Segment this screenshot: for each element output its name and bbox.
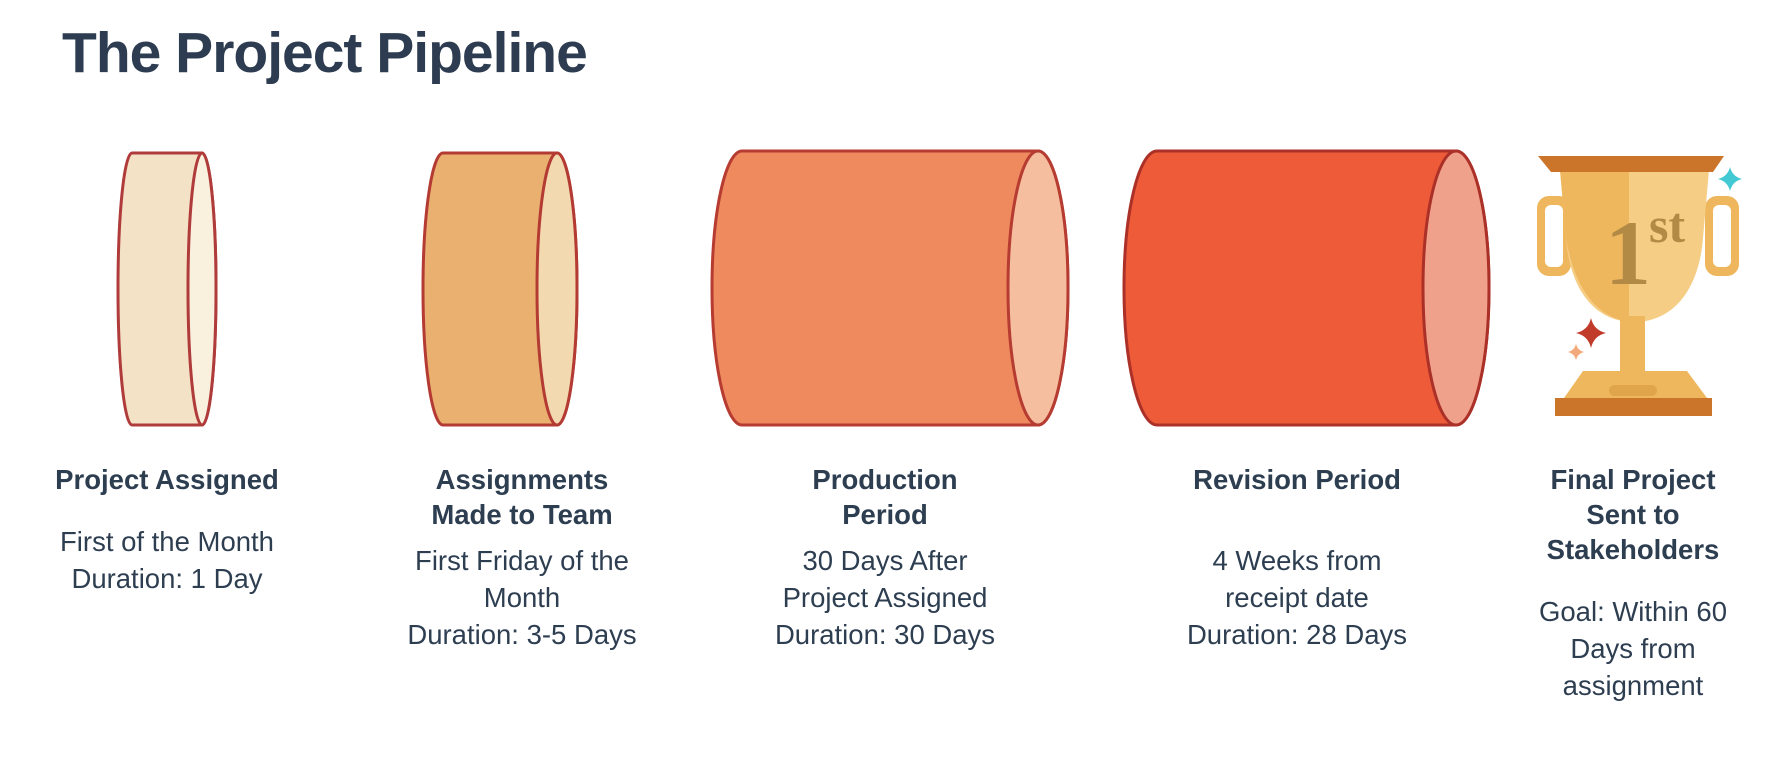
cylinder-face <box>186 151 218 427</box>
cylinder-face <box>1421 149 1491 427</box>
stage-detail: 30 Days After Project Assigned Duration:… <box>774 545 996 650</box>
stage-detail: Goal: Within 60 Days from assignment <box>1538 596 1727 701</box>
page-title: The Project Pipeline <box>62 21 588 85</box>
trophy-base-bar <box>1555 398 1712 416</box>
sparkle-peach-icon <box>1568 344 1584 360</box>
sparkle-teal-icon <box>1718 167 1742 191</box>
trophy-base-slot <box>1609 385 1657 396</box>
trophy-stem <box>1620 316 1645 371</box>
stage-3-text: Production Period 30 Days After Project … <box>747 462 1023 653</box>
stage-2-text: Assignments Made to Team First Friday of… <box>384 462 660 653</box>
stage-4-text: Revision Period 4 Weeks from receipt dat… <box>1134 462 1460 653</box>
stage-title: Revision Period <box>1193 464 1401 495</box>
sparkle-red-icon <box>1576 318 1606 348</box>
stage-title: Assignments Made to Team <box>431 464 613 530</box>
trophy-engraving-1: 1 <box>1605 202 1651 304</box>
assignments-cylinder-icon <box>421 151 579 427</box>
trophy-engraving-st: st <box>1649 197 1685 253</box>
trophy-handles <box>1537 196 1739 276</box>
stage-detail: First Friday of the Month Duration: 3-5 … <box>407 545 637 650</box>
stage-5-text: Final Project Sent to Stakeholders Goal:… <box>1507 462 1759 704</box>
stage-detail: 4 Weeks from receipt date Duration: 28 D… <box>1186 545 1408 650</box>
cylinder-face <box>535 151 579 427</box>
trophy-cup-shade <box>1560 170 1629 322</box>
project-assigned-cylinder-icon <box>116 151 218 427</box>
stage-1-text: Project Assigned First of the Month Dura… <box>25 462 309 597</box>
production-cylinder-icon <box>710 149 1070 427</box>
cylinder-face <box>1006 149 1070 427</box>
revision-cylinder-icon <box>1122 149 1491 427</box>
trophy-rim <box>1538 156 1724 172</box>
stage-detail: First of the Month Duration: 1 Day <box>60 526 274 594</box>
stage-title: Final Project Sent to Stakeholders <box>1546 464 1720 565</box>
trophy-1st-icon: 1 st <box>1537 156 1742 416</box>
stage-title: Project Assigned <box>55 464 279 495</box>
trophy-base <box>1564 371 1707 398</box>
stage-title: Production Period <box>812 464 958 530</box>
